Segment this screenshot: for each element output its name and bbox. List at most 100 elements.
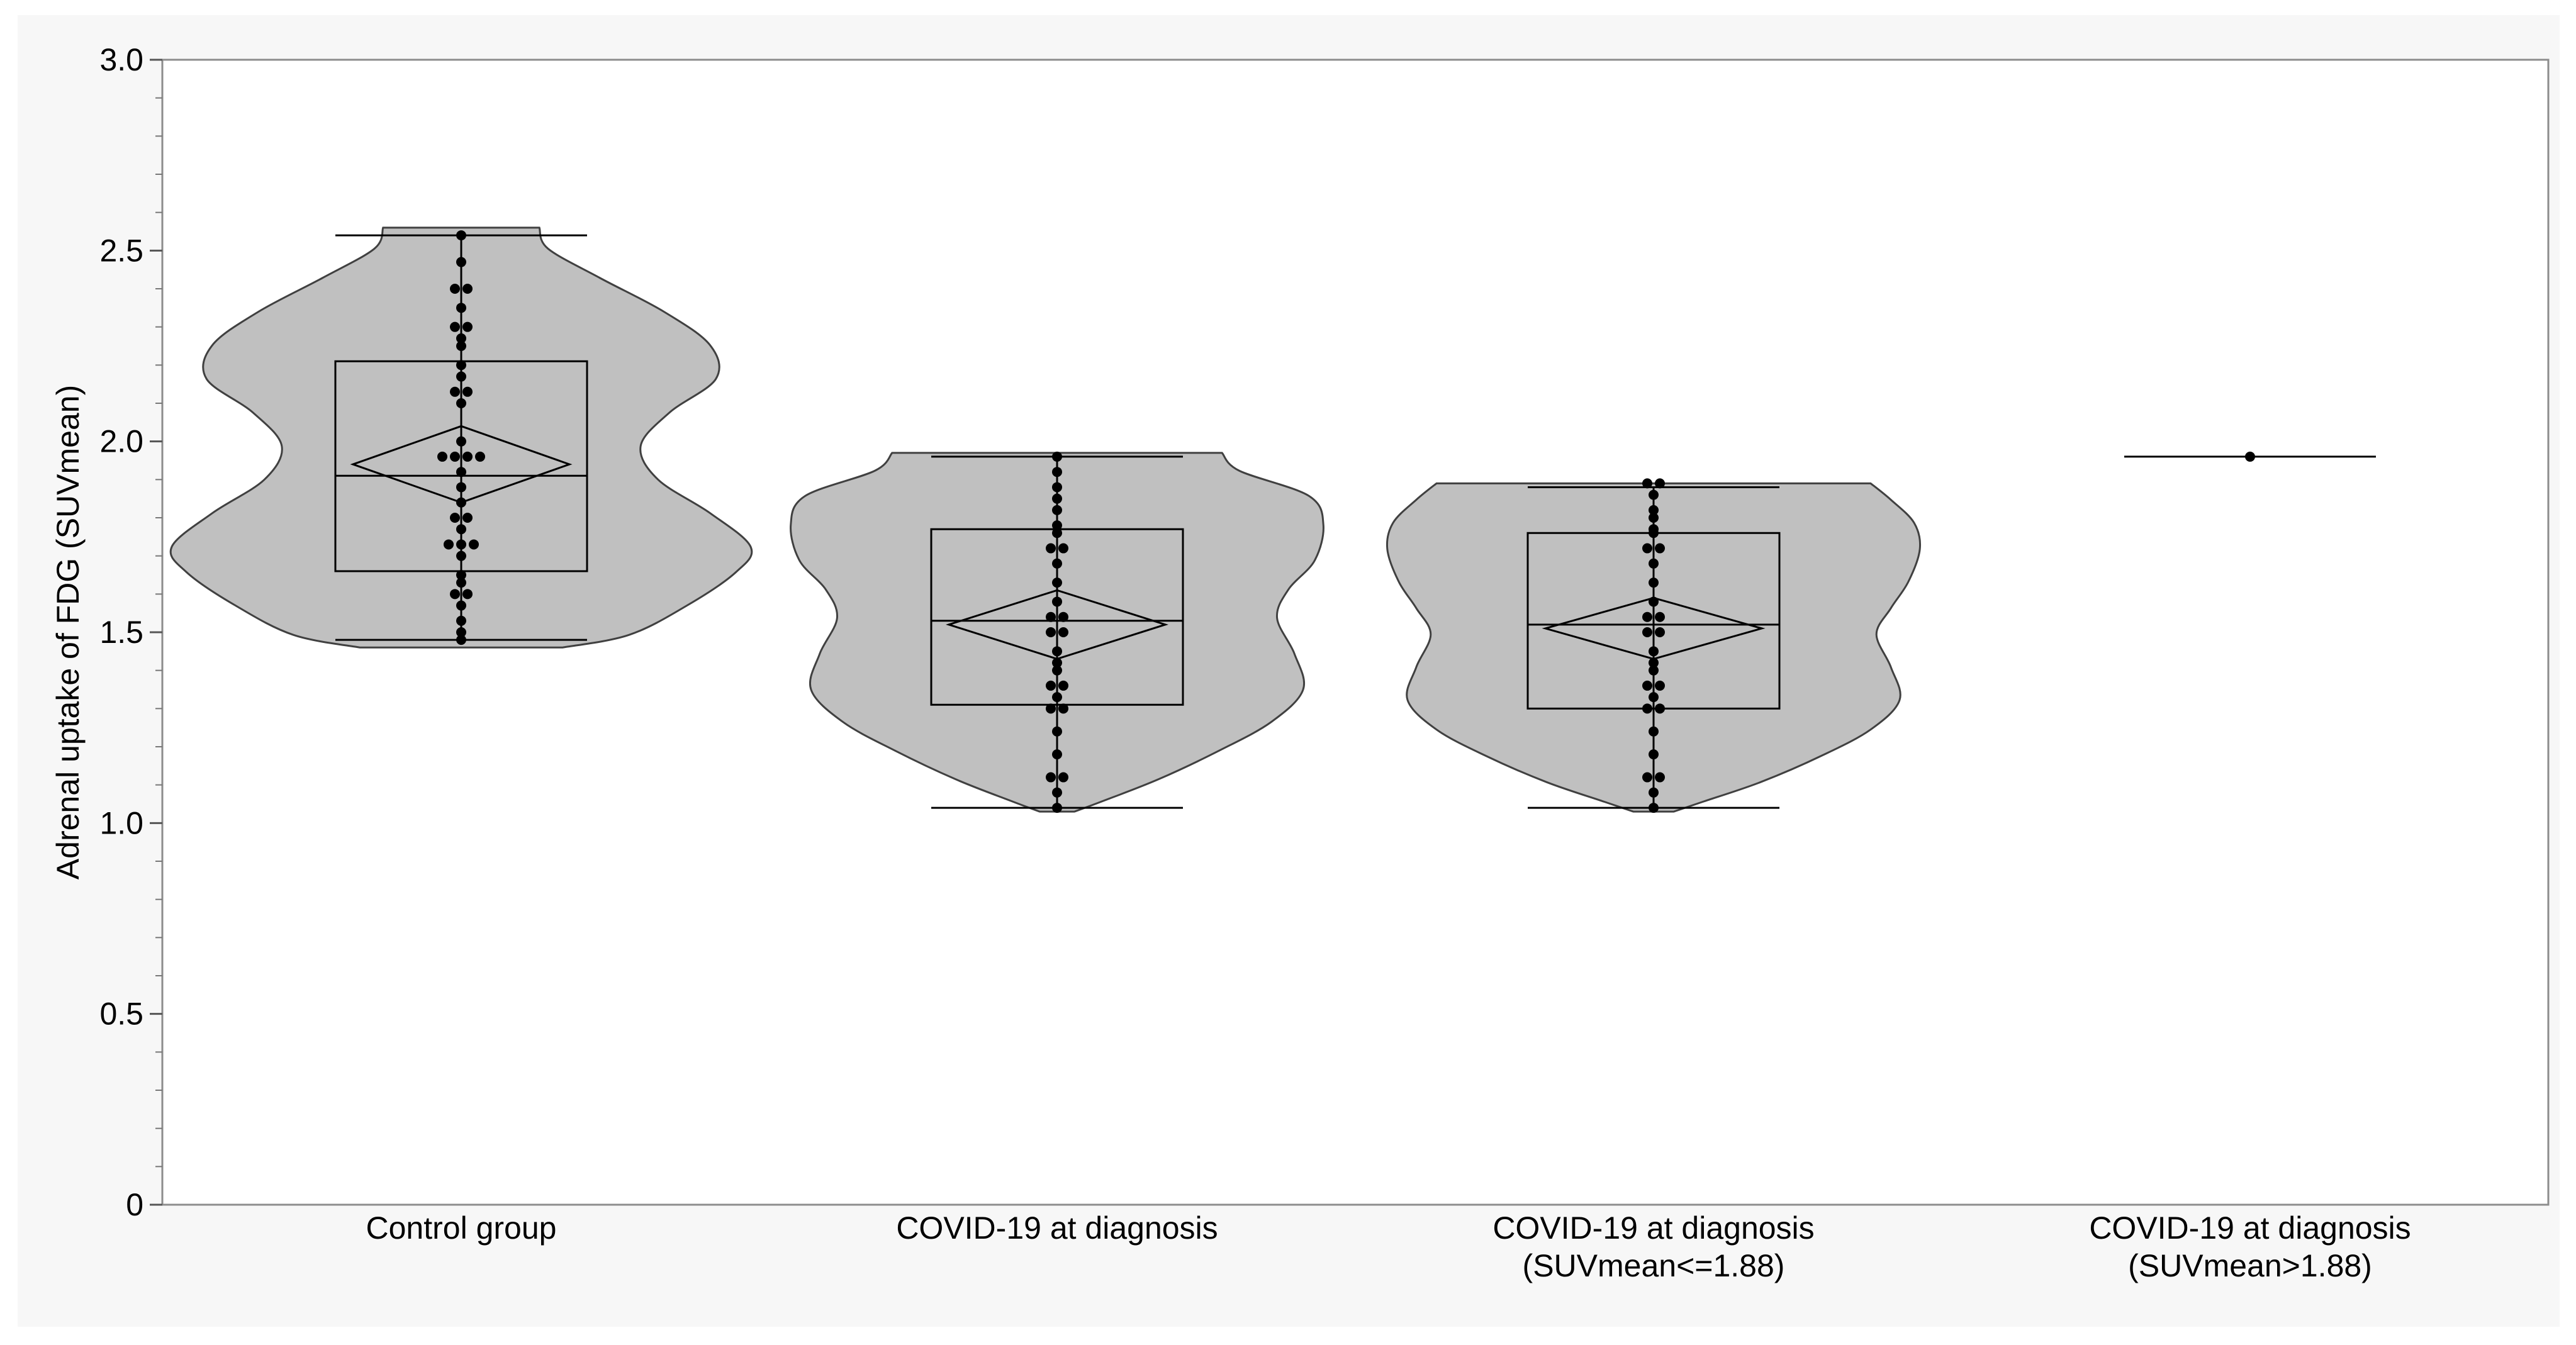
y-tick-label: 0 bbox=[126, 1187, 143, 1222]
data-point bbox=[1052, 451, 1062, 462]
y-axis-title: Adrenal uptake of FDG (SUVmean) bbox=[50, 385, 86, 879]
data-point bbox=[456, 615, 466, 626]
data-point bbox=[462, 321, 473, 332]
data-point bbox=[1052, 596, 1062, 607]
y-tick-label: 3.0 bbox=[99, 42, 143, 77]
data-point bbox=[456, 570, 466, 580]
data-point bbox=[456, 539, 466, 550]
data-point bbox=[1058, 543, 1068, 554]
data-point bbox=[1642, 680, 1652, 691]
x-category-label: Control group bbox=[366, 1210, 557, 1246]
y-tick-label: 2.5 bbox=[99, 233, 143, 268]
data-point bbox=[456, 436, 466, 447]
data-point bbox=[456, 524, 466, 535]
y-tick-label: 2.0 bbox=[99, 424, 143, 459]
data-point bbox=[1052, 692, 1062, 703]
x-axis: Control group COVID-19 at diagnosis COVID-… bbox=[366, 1210, 2411, 1283]
y-axis: 0 0.5 1.0 1.5 2.0 2.5 3.0 bbox=[99, 42, 162, 1222]
data-point bbox=[1649, 596, 1659, 607]
violins bbox=[169, 226, 2376, 813]
data-point bbox=[1052, 578, 1062, 588]
y-tick-label: 1.5 bbox=[99, 615, 143, 650]
data-point bbox=[1649, 578, 1659, 588]
data-point bbox=[456, 303, 466, 313]
data-point bbox=[1058, 627, 1068, 637]
data-point bbox=[1052, 482, 1062, 493]
data-point bbox=[1058, 703, 1068, 714]
data-point bbox=[1052, 558, 1062, 569]
data-point bbox=[1058, 611, 1068, 622]
data-point bbox=[1642, 627, 1652, 637]
data-point bbox=[450, 386, 460, 397]
data-point bbox=[456, 600, 466, 611]
data-point bbox=[444, 539, 454, 550]
violin-group bbox=[169, 226, 753, 649]
data-point bbox=[1649, 749, 1659, 760]
data-point bbox=[462, 513, 473, 523]
data-point bbox=[1655, 478, 1665, 489]
data-point bbox=[1052, 749, 1062, 760]
data-point bbox=[1052, 520, 1062, 531]
violin-group bbox=[790, 451, 1324, 813]
data-point bbox=[1046, 627, 1056, 637]
data-point bbox=[1052, 787, 1062, 798]
data-point bbox=[456, 497, 466, 508]
data-point bbox=[1655, 627, 1665, 637]
data-point bbox=[1046, 772, 1056, 783]
data-point bbox=[456, 482, 466, 493]
violin-group bbox=[1386, 478, 1922, 813]
data-point bbox=[1052, 657, 1062, 668]
data-point bbox=[456, 627, 466, 637]
data-point bbox=[462, 451, 473, 462]
data-point bbox=[1649, 558, 1659, 569]
mean-diamond bbox=[1542, 596, 1766, 661]
data-point bbox=[1655, 611, 1665, 622]
data-point bbox=[1649, 505, 1659, 515]
data-point bbox=[462, 284, 473, 294]
data-point bbox=[1649, 513, 1659, 523]
data-point bbox=[1046, 543, 1056, 554]
data-point bbox=[1046, 680, 1056, 691]
data-point bbox=[1642, 703, 1652, 714]
data-point bbox=[1046, 703, 1056, 714]
data-point bbox=[1655, 703, 1665, 714]
data-point bbox=[2245, 451, 2255, 462]
data-point bbox=[1642, 772, 1652, 783]
data-point bbox=[456, 333, 466, 343]
data-point bbox=[456, 635, 466, 645]
data-point bbox=[1058, 772, 1068, 783]
data-point bbox=[1052, 493, 1062, 504]
data-point bbox=[462, 589, 473, 600]
data-point bbox=[1649, 787, 1659, 798]
data-point bbox=[1052, 505, 1062, 515]
data-point bbox=[1655, 680, 1665, 691]
data-point bbox=[456, 550, 466, 561]
data-point bbox=[456, 578, 466, 588]
y-tick-label: 1.0 bbox=[99, 805, 143, 840]
data-point bbox=[1649, 726, 1659, 737]
data-point bbox=[1052, 528, 1062, 539]
x-category-label: (SUVmean>1.88) bbox=[2128, 1248, 2372, 1283]
data-point bbox=[456, 398, 466, 408]
data-point bbox=[1642, 478, 1652, 489]
data-point bbox=[450, 284, 460, 294]
data-point bbox=[1052, 803, 1062, 813]
data-point bbox=[456, 467, 466, 477]
data-point bbox=[475, 451, 485, 462]
x-category-label: COVID-19 at diagnosis bbox=[896, 1210, 1218, 1246]
y-tick-label: 0.5 bbox=[99, 996, 143, 1032]
data-point bbox=[1052, 726, 1062, 737]
data-point bbox=[1052, 665, 1062, 676]
data-point bbox=[1649, 803, 1659, 813]
x-category-label: COVID-19 at diagnosis bbox=[2089, 1210, 2411, 1246]
data-point bbox=[1046, 611, 1056, 622]
data-point bbox=[1649, 665, 1659, 676]
data-point bbox=[456, 257, 466, 267]
data-point bbox=[450, 513, 460, 523]
x-category-label: COVID-19 at diagnosis bbox=[1492, 1210, 1814, 1246]
violin-group bbox=[2124, 451, 2376, 462]
data-point bbox=[1655, 543, 1665, 554]
data-point bbox=[456, 230, 466, 241]
